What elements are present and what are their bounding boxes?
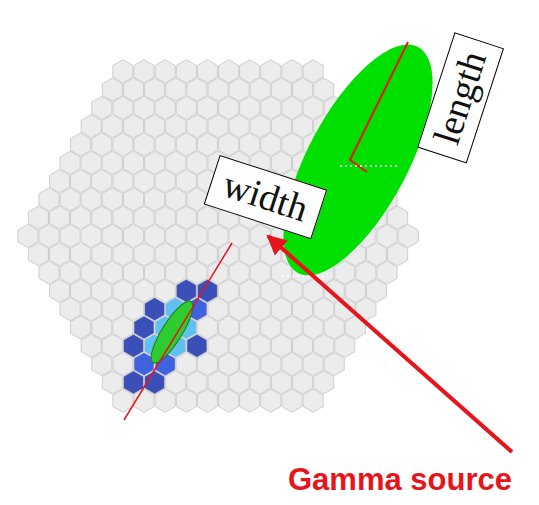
source-label: Gamma source [288, 462, 512, 498]
image-ellipse [124, 243, 232, 420]
parameter-name: length [425, 46, 494, 149]
pointer-arrow [268, 236, 512, 452]
hillas-ellipse [254, 24, 462, 297]
